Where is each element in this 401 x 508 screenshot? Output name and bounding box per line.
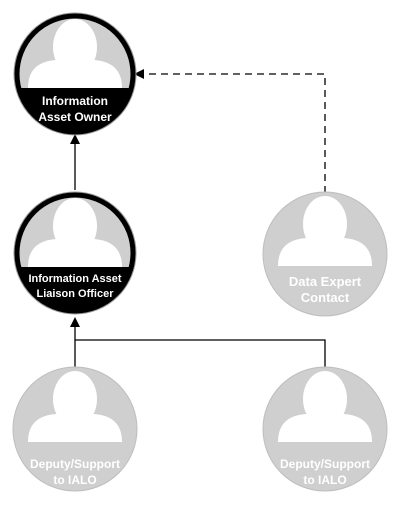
person-silhouette-icon [278,371,372,442]
node-data-expert-contact[interactable] [262,191,388,317]
node-deputy-support-right[interactable] [262,366,388,492]
connectors [70,69,326,369]
person-silhouette-icon [278,196,372,266]
connector-data-expert-to-owner [134,69,326,193]
node-deputy-support-left[interactable] [12,366,138,492]
connector-deputy-right-to-liaison [75,339,326,369]
node-information-asset-liaison-officer[interactable] [10,191,140,327]
node-information-asset-owner[interactable] [10,12,140,148]
person-silhouette-icon [28,371,122,442]
